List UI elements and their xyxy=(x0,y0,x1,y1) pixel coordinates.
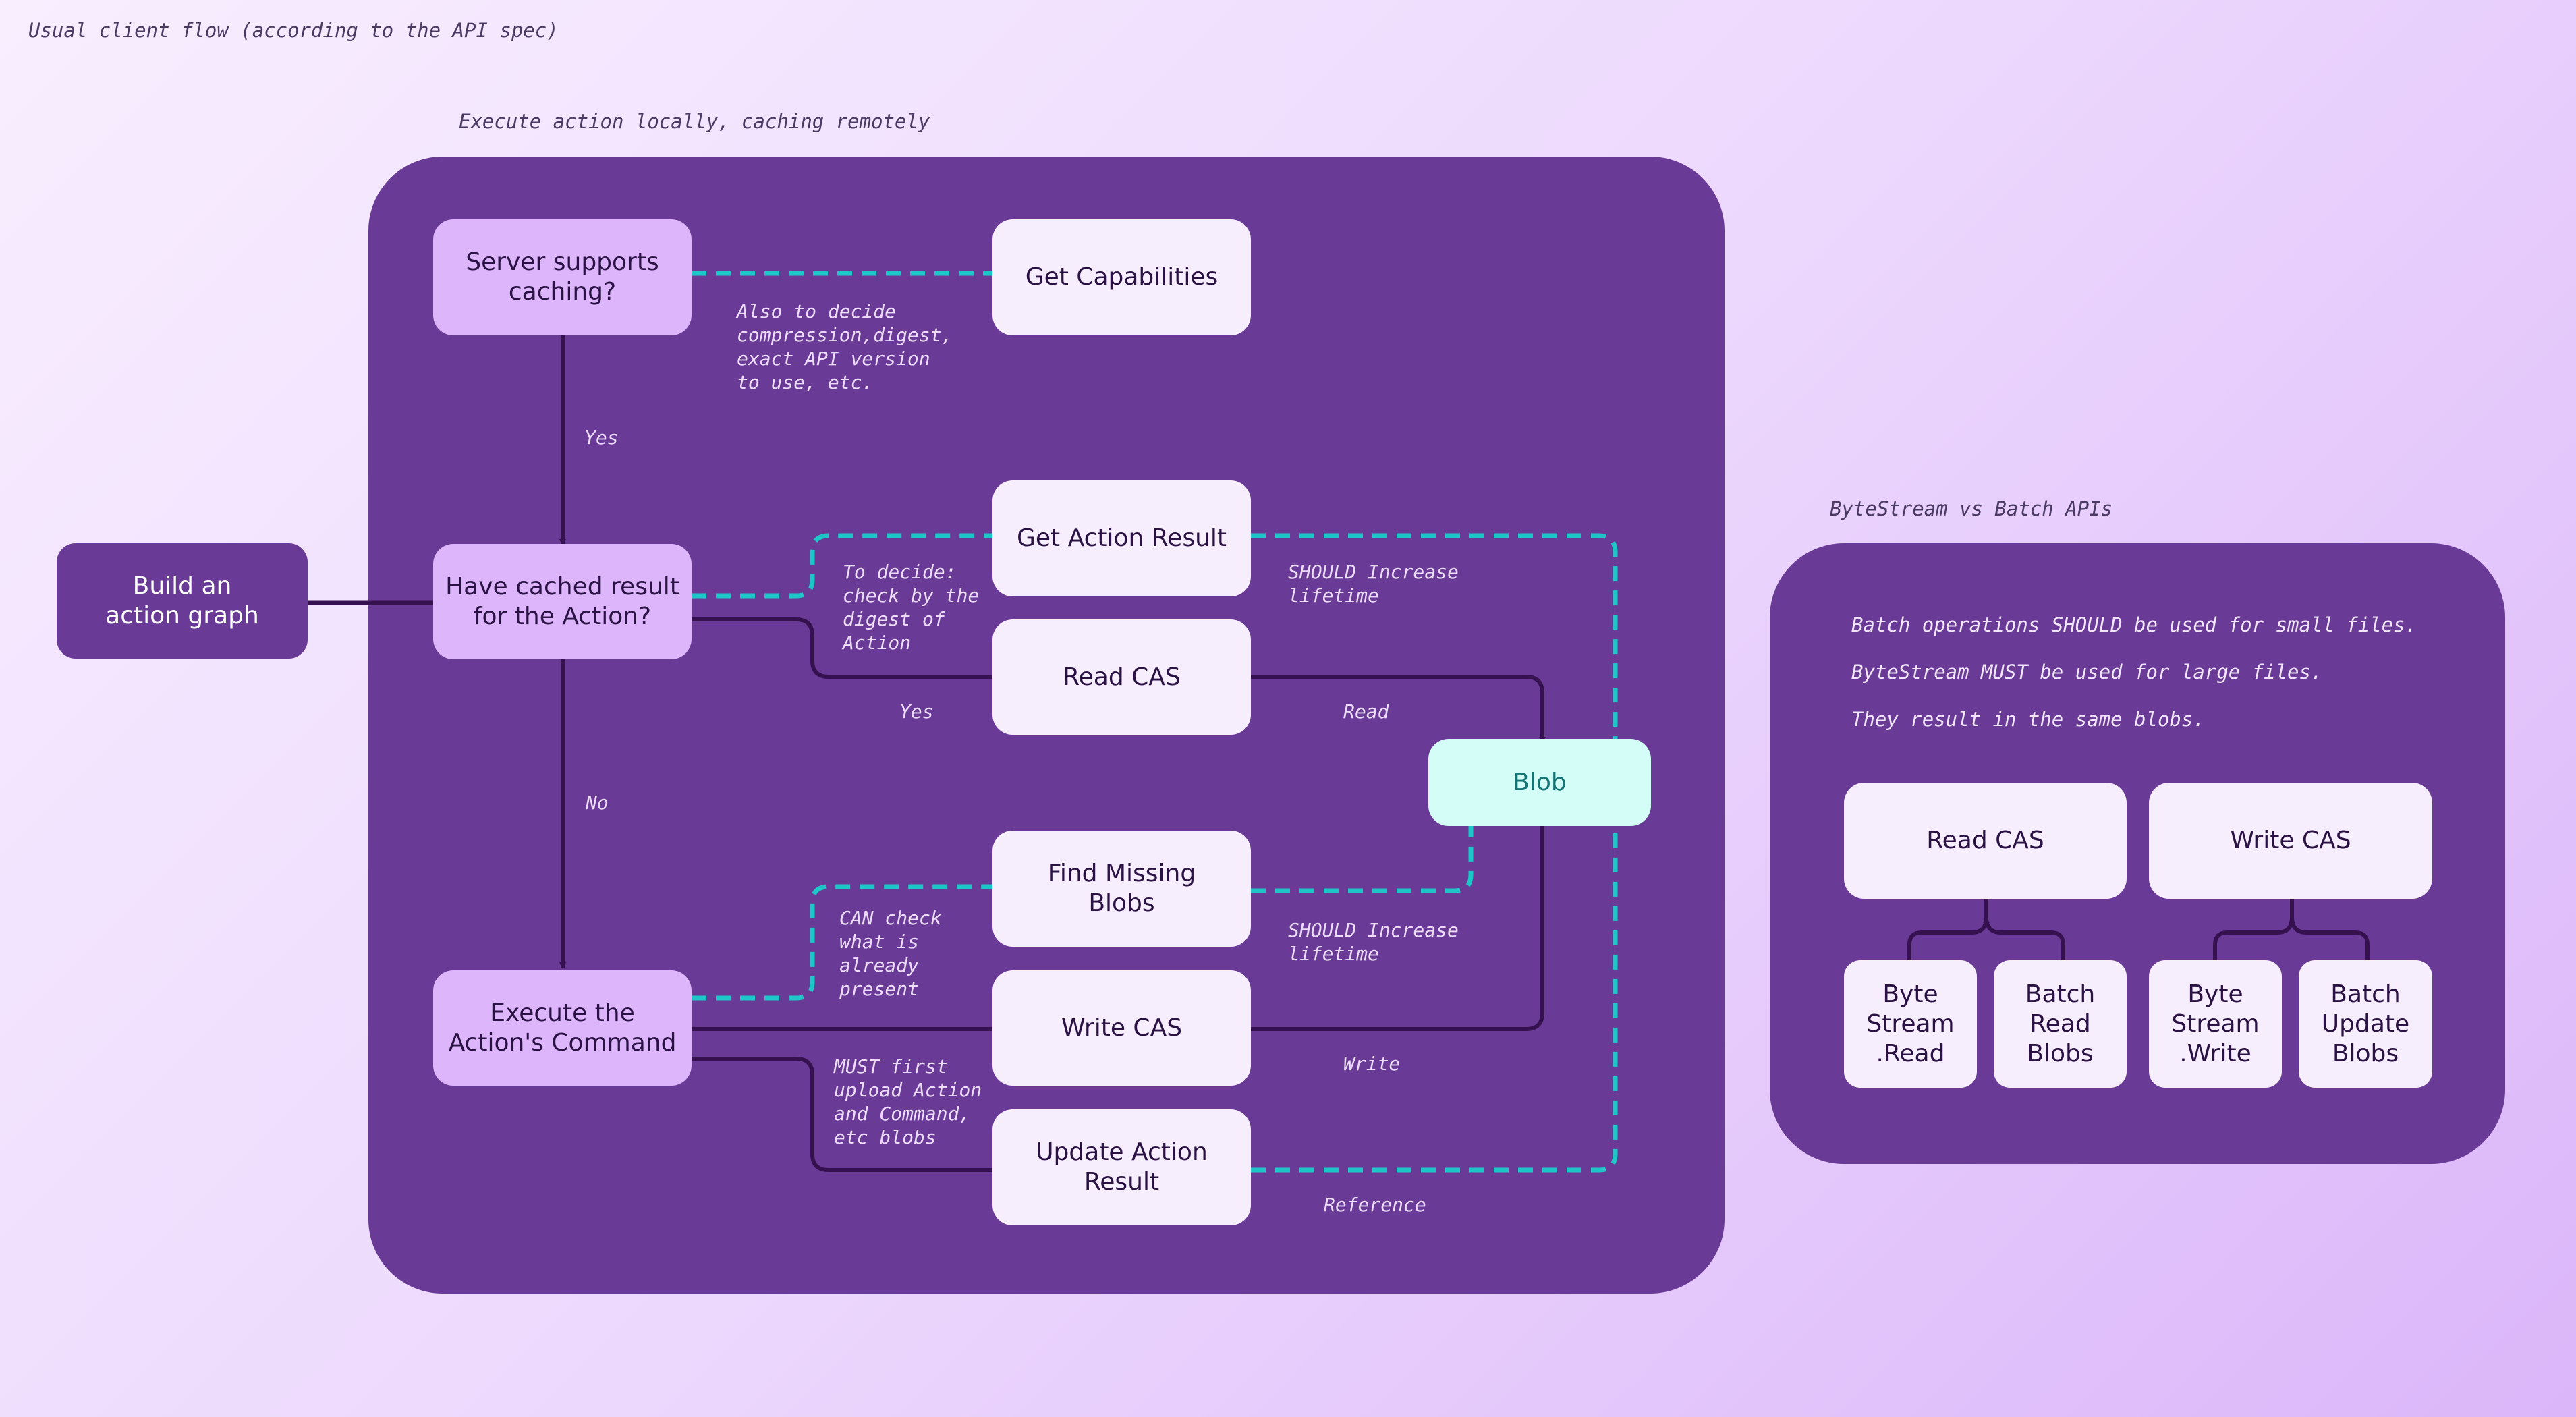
side-section-caption: ByteStream vs Batch APIs xyxy=(1830,497,2113,520)
label-no: No xyxy=(586,791,609,814)
side-line-2: ByteStream MUST be used for large files. xyxy=(1851,661,2323,684)
batch-update-blobs-node: Batch Update Blobs xyxy=(2299,960,2432,1088)
page-title: Usual client flow (according to the API … xyxy=(28,19,559,42)
blob-node: Blob xyxy=(1428,739,1651,826)
dashed-update-to-blob xyxy=(1251,818,1619,1173)
arrow-writecas-to-blob xyxy=(1251,818,1546,1031)
note-to-decide: To decide: check by the digest of Action xyxy=(843,561,980,654)
note-should-increase-1: SHOULD Increase lifetime xyxy=(1288,561,1459,607)
note-capabilities: Also to decide compression,digest, exact… xyxy=(737,300,953,393)
side-line-3: They result in the same blobs. xyxy=(1851,708,2205,731)
dashed-execute-to-findmissing xyxy=(692,883,1001,1001)
find-missing-blobs-node: Find Missing Blobs xyxy=(992,831,1251,947)
dashed-findmissing-to-blob xyxy=(1251,818,1474,893)
note-can-check: CAN check what is already present xyxy=(839,907,942,1000)
dashed-getresult-to-blob xyxy=(1251,533,1619,749)
arrow-execute-to-update xyxy=(692,1057,1001,1173)
have-cached-result-node: Have cached result for the Action? xyxy=(433,544,692,659)
execute-command-node: Execute the Action's Command xyxy=(433,970,692,1086)
get-capabilities-node: Get Capabilities xyxy=(992,219,1251,335)
bytestream-read-node: Byte Stream .Read xyxy=(1844,960,1977,1088)
batch-read-blobs-node: Batch Read Blobs xyxy=(1994,960,2127,1088)
build-action-graph-node: Build an action graph xyxy=(57,543,308,659)
connector-write-cas xyxy=(2213,897,2370,960)
label-write: Write xyxy=(1343,1053,1401,1075)
read-cas-node: Read CAS xyxy=(992,619,1251,735)
get-action-result-node: Get Action Result xyxy=(992,480,1251,596)
write-cas-node: Write CAS xyxy=(992,970,1251,1086)
dashed-cached-to-getresult xyxy=(692,532,1001,599)
update-action-result-node: Update Action Result xyxy=(992,1109,1251,1225)
note-must-first: MUST first upload Action and Command, et… xyxy=(834,1055,982,1148)
server-supports-caching-node: Server supports caching? xyxy=(433,219,692,335)
arrow-readcas-to-blob xyxy=(1251,675,1546,744)
note-should-increase-2: SHOULD Increase lifetime xyxy=(1288,919,1459,965)
bytestream-write-node: Byte Stream .Write xyxy=(2149,960,2282,1088)
label-read: Read xyxy=(1343,700,1389,723)
label-yes-mid: Yes xyxy=(899,700,934,723)
label-yes-top: Yes xyxy=(584,426,619,449)
label-reference: Reference xyxy=(1324,1194,1426,1216)
side-write-cas-node: Write CAS xyxy=(2149,783,2432,899)
side-line-1: Batch operations SHOULD be used for smal… xyxy=(1851,613,2417,636)
side-read-cas-node: Read CAS xyxy=(1844,783,2127,899)
arrow-cached-to-readcas-yes xyxy=(692,617,1001,680)
connector-read-cas xyxy=(1907,897,2065,960)
main-section-caption: Execute action locally, caching remotely xyxy=(459,110,930,133)
